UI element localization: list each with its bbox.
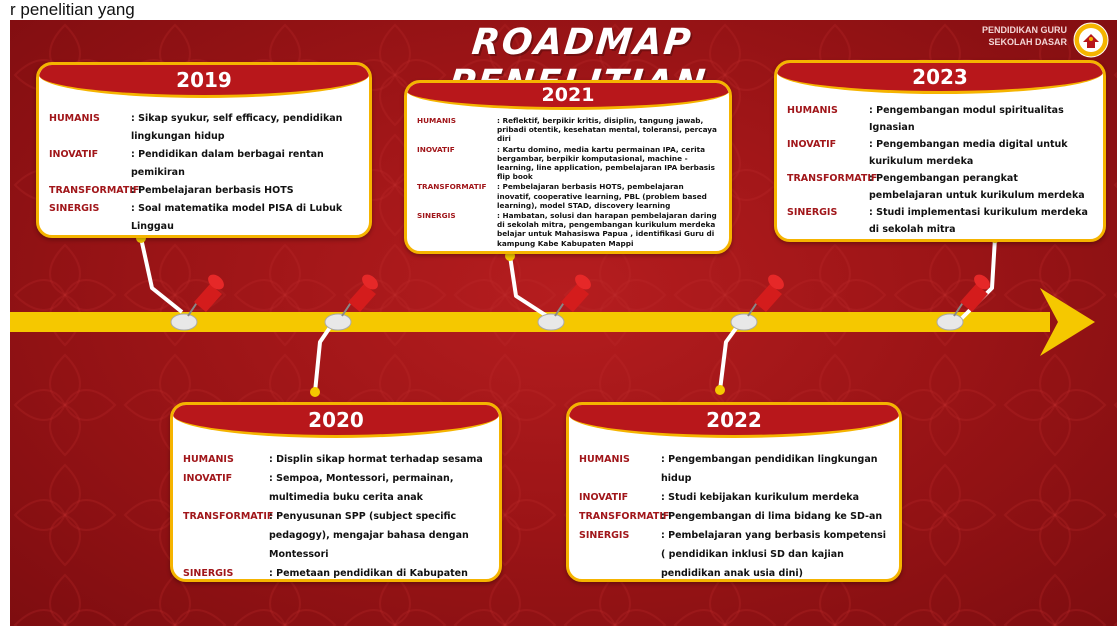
row-value: : Studi kebijakan kurikulum merdeka (661, 492, 859, 503)
row-value: : Displin sikap hormat terhadap sesama (269, 454, 483, 465)
row-key: SINERGIS (787, 207, 838, 218)
row-value: : Pemetaan pendidikan di Kabupaten Mappi (269, 568, 468, 579)
card-row: INOVATIF : Pengembangan media digital unt… (787, 136, 1093, 170)
card-row: TRANSFORMATIF : Pembelajaran berbasis HOT… (417, 182, 719, 210)
card-row: INOVATIF : Pendidikan dalam berbagai rent… (49, 146, 359, 182)
row-value: : Pembelajaran yang berbasis kompetensi … (661, 530, 887, 579)
row-value: : Pengembangan pendidikan lingkungan hid… (661, 454, 878, 484)
row-key: SINERGIS (579, 530, 630, 541)
row-key: HUMANIS (183, 454, 234, 465)
card-body-2019: HUMANIS : Sikap syukur, self efficacy, pe… (39, 98, 369, 235)
card-row: SINERGIS : Pembelajaran yang berbasis kom… (579, 526, 889, 579)
card-year-2019: 2019 (39, 65, 369, 98)
card-row: INOVATIF : Kartu domino, media kartu perm… (417, 145, 719, 182)
row-value: : Pembelajaran berbasis HOTS (131, 185, 294, 196)
row-key: INOVATIF (417, 144, 455, 154)
roadmap-card-2022: 2022 HUMANIS : Pengembangan pendidikan li… (566, 402, 902, 582)
card-row: HUMANIS : Reflektif, berpikir kritis, dis… (417, 116, 719, 144)
card-row: TRANSFORMATIF: Pengembangan perangkat pe… (787, 170, 1093, 204)
row-key: SINERGIS (417, 211, 456, 221)
row-key: TRANSFORMATIF (183, 511, 274, 522)
row-value: : Pembelajaran berbasis HOTS, pembelajar… (497, 182, 707, 210)
row-key: TRANSFORMATIF (49, 185, 140, 196)
pushpin-icon-2019 (170, 274, 224, 331)
row-key: TRANSFORMATIF (417, 182, 487, 192)
row-value: : Pengembangan perangkat pembelajaran un… (869, 173, 1085, 201)
card-row: HUMANIS : Sikap syukur, self efficacy, pe… (49, 110, 359, 146)
row-value: : Sempoa, Montessori, permainan, multime… (269, 473, 454, 503)
connector-dot-2022 (715, 385, 725, 395)
connector-2019 (139, 237, 184, 314)
card-body-2021: HUMANIS : Reflektif, berpikir kritis, dis… (407, 110, 729, 248)
row-key: TRANSFORMATIF (787, 173, 878, 184)
roadmap-card-2019: 2019 HUMANIS : Sikap syukur, self efficac… (36, 62, 372, 238)
connector-dot-2020 (310, 387, 320, 397)
row-key: HUMANIS (49, 113, 100, 124)
card-row: HUMANIS : Pengembangan pendidikan lingkun… (579, 450, 889, 488)
row-value: : Penyusunan SPP (subject specific pedag… (269, 511, 469, 560)
row-key: INOVATIF (787, 139, 837, 150)
row-value: : Kartu domino, media kartu permainan IP… (497, 144, 715, 182)
pushpin-icon-2020 (324, 274, 378, 331)
card-row: INOVATIF : Studi kebijakan kurikulum merd… (579, 488, 889, 507)
card-row: TRANSFORMATIF: Penyusunan SPP (subject s… (183, 507, 489, 564)
pushpin-icon-2023 (936, 274, 990, 331)
card-year-2022: 2022 (569, 405, 899, 438)
card-year-2020: 2020 (173, 405, 499, 438)
pushpin-icon-2022 (730, 274, 784, 331)
row-value: : Pengembangan media digital untuk kurik… (869, 139, 1068, 167)
row-key: SINERGIS (49, 203, 100, 214)
top-caption: r penelitian yang (10, 0, 135, 19)
university-logo-icon (1073, 22, 1109, 58)
row-key: INOVATIF (183, 473, 233, 484)
card-body-2023: HUMANIS : Pengembangan modul spiritualita… (777, 94, 1103, 238)
card-body-2022: HUMANIS : Pengembangan pendidikan lingkun… (569, 438, 899, 579)
row-key: INOVATIF (49, 149, 99, 160)
row-value: : Pendidikan dalam berbagai rentan pemik… (131, 149, 324, 178)
card-row: SINERGIS : Pemetaan pendidikan di Kabupat… (183, 564, 489, 579)
row-value: : Hambatan, solusi dan harapan pembelaja… (497, 211, 717, 248)
card-row: SINERGIS : Hambatan, solusi dan harapan p… (417, 211, 719, 248)
card-year-2021: 2021 (407, 83, 729, 110)
timeline-bar (10, 312, 1050, 332)
row-value: : Pengembangan di lima bidang ke SD-an (661, 511, 883, 522)
row-key: SINERGIS (183, 568, 234, 579)
card-body-2020: HUMANIS : Displin sikap hormat terhadap s… (173, 438, 499, 579)
connector-2021 (508, 255, 552, 320)
card-row: TRANSFORMATIF: Pembelajaran berbasis HOT… (49, 182, 359, 200)
row-value: : Soal matematika model PISA di Lubuk Li… (131, 203, 343, 232)
row-value: : Reflektif, berpikir kritis, disiplin, … (497, 116, 717, 144)
timeline-arrowhead (1040, 288, 1095, 356)
roadmap-card-2021: 2021 HUMANIS : Reflektif, berpikir kritis… (404, 80, 732, 254)
row-value: : Studi implementasi kurikulum merdeka d… (869, 207, 1088, 235)
card-row: HUMANIS : Displin sikap hormat terhadap s… (183, 450, 489, 469)
row-key: TRANSFORMATIF (579, 511, 670, 522)
row-key: HUMANIS (417, 116, 457, 125)
row-key: HUMANIS (787, 105, 838, 116)
brand-text: PENDIDIKAN GURU SEKOLAH DASAR (982, 24, 1067, 48)
row-value: : Sikap syukur, self efficacy, pendidika… (131, 113, 343, 142)
card-year-2023: 2023 (777, 63, 1103, 94)
row-key: INOVATIF (579, 492, 629, 503)
brand-line-2: SEKOLAH DASAR (988, 37, 1067, 47)
brand-line-1: PENDIDIKAN GURU (981, 25, 1067, 35)
card-row: INOVATIF : Sempoa, Montessori, permainan,… (183, 469, 489, 507)
row-value: : Pengembangan modul spiritualitas Ignas… (869, 105, 1064, 133)
card-row: SINERGIS : Soal matematika model PISA di … (49, 200, 359, 235)
card-row: SINERGIS : Studi implementasi kurikulum m… (787, 204, 1093, 238)
roadmap-slide: ROADMAP PENELITIAN PENDIDIKAN GURU SEKOL… (10, 20, 1117, 626)
row-key: HUMANIS (579, 454, 630, 465)
roadmap-card-2020: 2020 HUMANIS : Displin sikap hormat terha… (170, 402, 502, 582)
roadmap-card-2023: 2023 HUMANIS : Pengembangan modul spiritu… (774, 60, 1106, 242)
pushpin-icon-2021 (537, 274, 591, 331)
card-row: TRANSFORMATIF: Pengembangan di lima bida… (579, 507, 889, 526)
card-row: HUMANIS : Pengembangan modul spiritualita… (787, 102, 1093, 136)
